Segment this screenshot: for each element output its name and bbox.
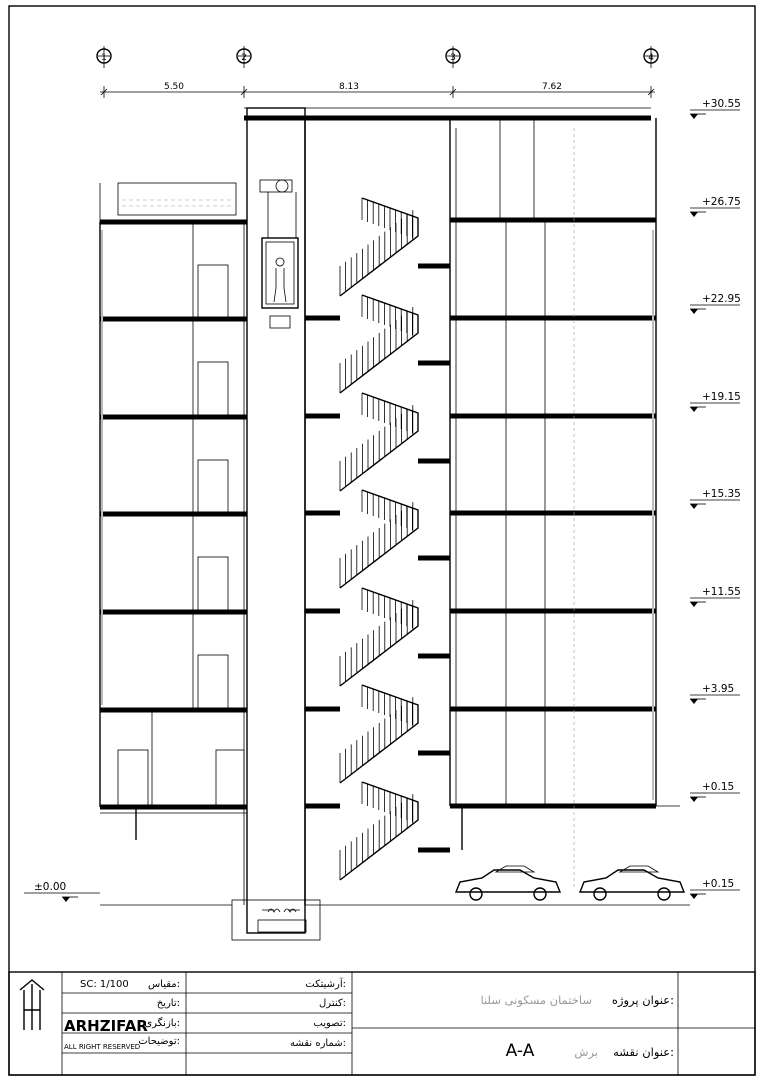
level-marker: +0.15 — [690, 878, 740, 899]
ground-marker: ±0.00 — [24, 881, 100, 902]
project-title-label: عنوان پروژه: — [612, 993, 674, 1008]
sheet-frame — [8, 5, 756, 1076]
grid-axis-label: 3 — [450, 53, 456, 63]
notes-label: توضیحات: — [138, 1036, 180, 1047]
stair-flight — [339, 294, 450, 394]
level-label: +19.15 — [702, 391, 741, 403]
sheet-number-label: شماره نقشه: — [290, 1038, 346, 1049]
level-marker: +22.95 — [690, 293, 741, 314]
company-logo: ARHZIFAR ALL RIGHT RESERVED — [19, 979, 148, 1051]
drawing-title-label: عنوان نقشه: — [613, 1045, 674, 1060]
level-label: +0.15 — [702, 878, 734, 890]
floor-slabs — [100, 217, 656, 810]
level-label: +22.95 — [702, 293, 741, 305]
scale-value: SC: 1/100 — [80, 979, 129, 990]
level-marker: +11.55 — [690, 586, 741, 607]
span-dimension: 5.50 — [164, 82, 184, 92]
stair-flight — [339, 489, 450, 589]
title-block: ARHZIFAR ALL RIGHT RESERVED SC: 1/100 مق… — [8, 971, 756, 1076]
date-label: تاریخ: — [157, 998, 180, 1009]
level-marker: +15.35 — [690, 488, 741, 509]
level-label: +26.75 — [702, 196, 741, 208]
level-markers: +30.55 +26.75 +22.95 +19.15 +15.35 +11.5… — [24, 98, 741, 902]
stair-flight — [339, 684, 450, 784]
grid-axis-label: 4 — [648, 53, 654, 63]
parked-car — [578, 865, 686, 901]
level-label: +30.55 — [702, 98, 741, 110]
level-label: +3.95 — [702, 683, 734, 695]
drawing-title-value: برش — [574, 1045, 598, 1060]
grid-axis-label: 1 — [101, 53, 107, 63]
elevator-pit — [231, 899, 321, 941]
logo-text: ARHZIFAR — [64, 1017, 148, 1035]
stair-flight — [339, 781, 450, 881]
grid-axis-1: 1 — [96, 46, 112, 68]
ground-label: ±0.00 — [34, 881, 66, 893]
grid-axis-label: 2 — [241, 53, 247, 63]
span-dimension: 7.62 — [542, 82, 562, 92]
level-label: +11.55 — [702, 586, 741, 598]
grid-axis-3: 3 — [445, 46, 461, 68]
architect-label: آرشیتکت: — [305, 977, 346, 990]
level-label: +15.35 — [702, 488, 741, 500]
stair-flight — [339, 587, 450, 687]
level-marker: +0.15 — [690, 781, 740, 802]
grid-axes: 1 2 3 4 — [96, 46, 659, 68]
grid-axis-2: 2 — [236, 46, 252, 68]
level-marker: +19.15 — [690, 391, 741, 412]
level-marker: +3.95 — [690, 683, 740, 704]
approval-label: تصویب: — [313, 1018, 346, 1029]
drawing-code: A-A — [506, 1041, 535, 1061]
level-marker: +26.75 — [690, 196, 741, 217]
control-label: کنترل: — [319, 998, 346, 1009]
building-section — [99, 107, 690, 941]
level-label: +0.15 — [702, 781, 734, 793]
logo-subtext: ALL RIGHT RESERVED — [64, 1043, 140, 1051]
grid-axis-4: 4 — [643, 46, 659, 68]
stair-flight — [339, 197, 450, 297]
scale-label: مقیاس: — [148, 979, 180, 990]
span-dimension: 8.13 — [339, 82, 359, 92]
stair-flight — [339, 392, 450, 492]
level-marker: +30.55 — [690, 98, 741, 119]
revision-label: بازنگری: — [144, 1017, 180, 1029]
elevator-car — [257, 179, 307, 933]
parked-car — [454, 865, 562, 901]
roof-tank — [117, 182, 237, 216]
dimension-line: 5.50 8.13 7.62 — [100, 82, 655, 98]
stair-flights — [339, 197, 450, 881]
project-title-value: ساختمان مسکونی سلنا — [480, 993, 592, 1008]
